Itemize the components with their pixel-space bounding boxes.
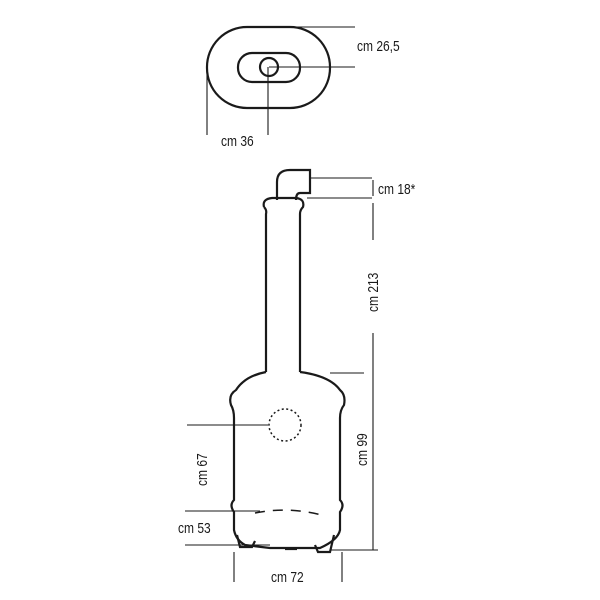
flue-dimension-label: cm 18* (378, 181, 416, 198)
chimney-right (262, 196, 305, 372)
chimney-left (263, 206, 268, 372)
outlet-height-label: cm 67 (194, 453, 211, 486)
flue-elbow (275, 168, 312, 201)
depth-dimension-label: cm 26,5 (357, 38, 400, 55)
base-height-label: cm 53 (178, 520, 211, 537)
right-foot (313, 534, 336, 554)
top-view-dimension-lines (206, 26, 355, 135)
left-foot (235, 534, 256, 549)
stove-body (229, 370, 346, 550)
side-view-dimension-lines (185, 177, 378, 582)
base-width-label: cm 72 (271, 569, 304, 586)
body-height-label: cm 99 (354, 433, 371, 466)
rear-outlet-dotted (268, 408, 302, 442)
stove-side-view (229, 168, 346, 554)
base-dashed-line (254, 509, 326, 517)
width-dimension-label: cm 36 (221, 133, 254, 150)
total-height-label: cm 213 (365, 272, 382, 312)
